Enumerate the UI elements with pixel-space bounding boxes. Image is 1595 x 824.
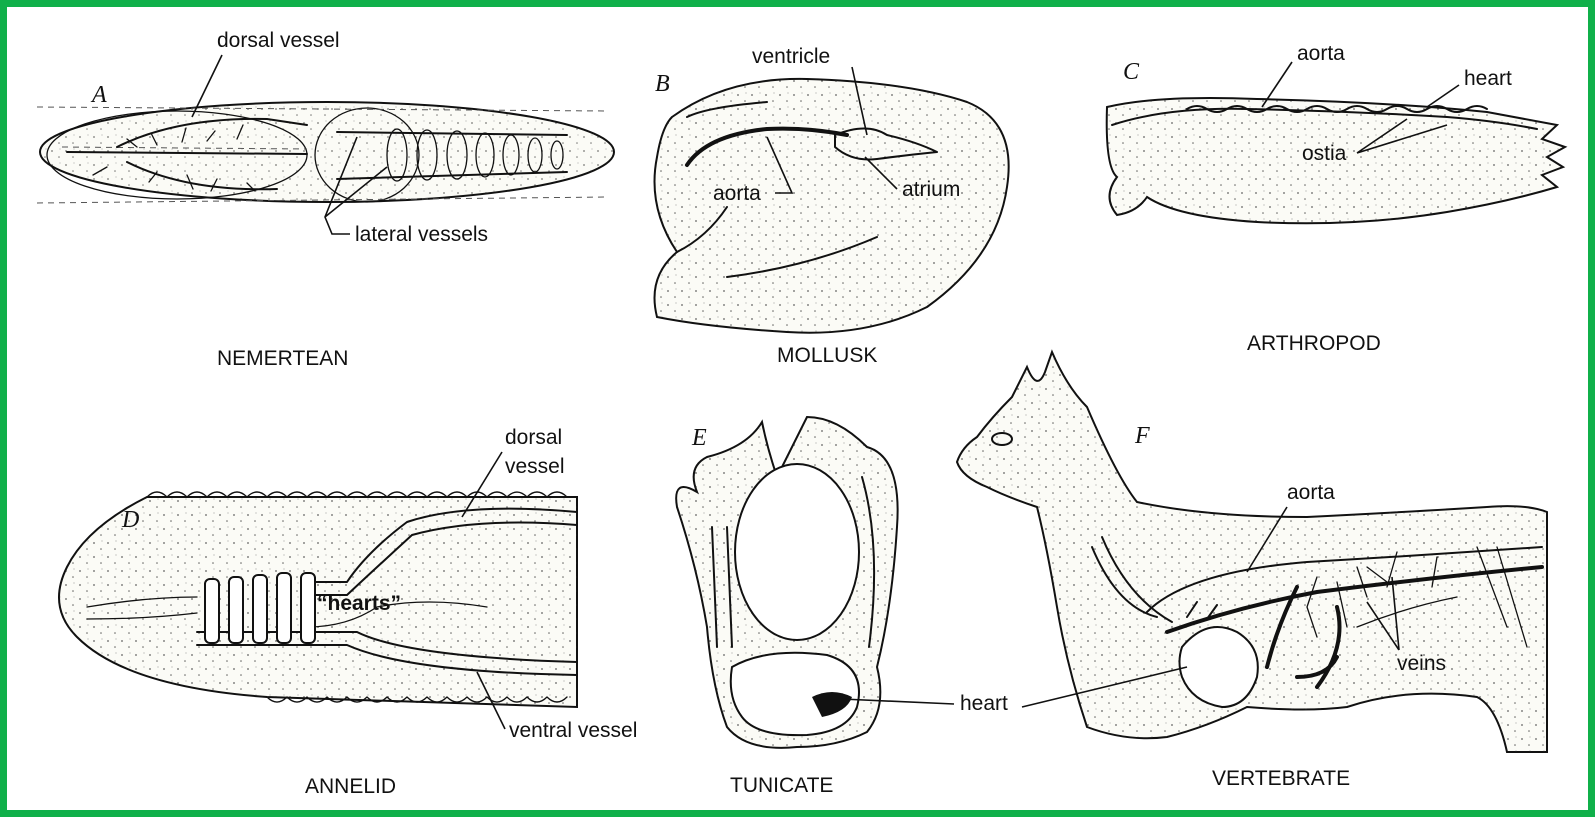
caption-vertebrate: VERTEBRATE xyxy=(1212,767,1350,790)
label-dorsal-line1: dorsal xyxy=(505,426,562,449)
panel-tunicate: E heart TUNICATE xyxy=(676,417,1008,797)
label-ventral-vessel: ventral vessel xyxy=(509,719,637,742)
panel-letter-f: F xyxy=(1134,423,1150,449)
caption-nemertean: NEMERTEAN xyxy=(217,347,348,370)
panel-letter-b: B xyxy=(655,71,670,97)
panel-arthropod: C aorta heart ostia ARTHROPOD xyxy=(1107,42,1565,355)
label-ventricle: ventricle xyxy=(752,45,830,68)
label-heart-tunicate: heart xyxy=(960,692,1008,715)
label-atrium: atrium xyxy=(902,178,960,201)
panel-letter-d: D xyxy=(121,507,139,533)
caption-mollusk: MOLLUSK xyxy=(777,344,877,367)
label-aorta: aorta xyxy=(713,182,761,205)
circulatory-systems-diagram: A dorsal vessel lateral vessels NEMERTEA… xyxy=(7,7,1595,824)
caption-tunicate: TUNICATE xyxy=(730,774,833,797)
panel-vertebrate: F aorta veins VERTEBRATE xyxy=(957,352,1547,790)
tunicate-pharynx xyxy=(735,464,859,640)
panel-letter-e: E xyxy=(691,425,707,451)
label-ostia: ostia xyxy=(1302,142,1347,165)
panel-mollusk: B ventricle aorta atrium MOLLUSK xyxy=(655,45,1009,367)
label-aorta-arthropod: aorta xyxy=(1297,42,1345,65)
label-dorsal-line2: vessel xyxy=(505,455,565,478)
panel-nemertean: A dorsal vessel lateral vessels NEMERTEA… xyxy=(37,29,614,370)
caption-annelid: ANNELID xyxy=(305,775,396,798)
panel-letter-c: C xyxy=(1123,59,1140,85)
label-dorsal-vessel: dorsal vessel xyxy=(217,29,340,52)
label-aorta-vertebrate: aorta xyxy=(1287,481,1335,504)
label-lateral-vessels: lateral vessels xyxy=(355,223,488,246)
label-hearts: “hearts” xyxy=(317,592,401,615)
label-veins: veins xyxy=(1397,652,1446,675)
caption-arthropod: ARTHROPOD xyxy=(1247,332,1381,355)
label-heart-arthropod: heart xyxy=(1464,67,1512,90)
panel-annelid: D dorsal vessel “hearts” ventral vessel … xyxy=(59,426,637,798)
panel-letter-a: A xyxy=(90,82,107,108)
